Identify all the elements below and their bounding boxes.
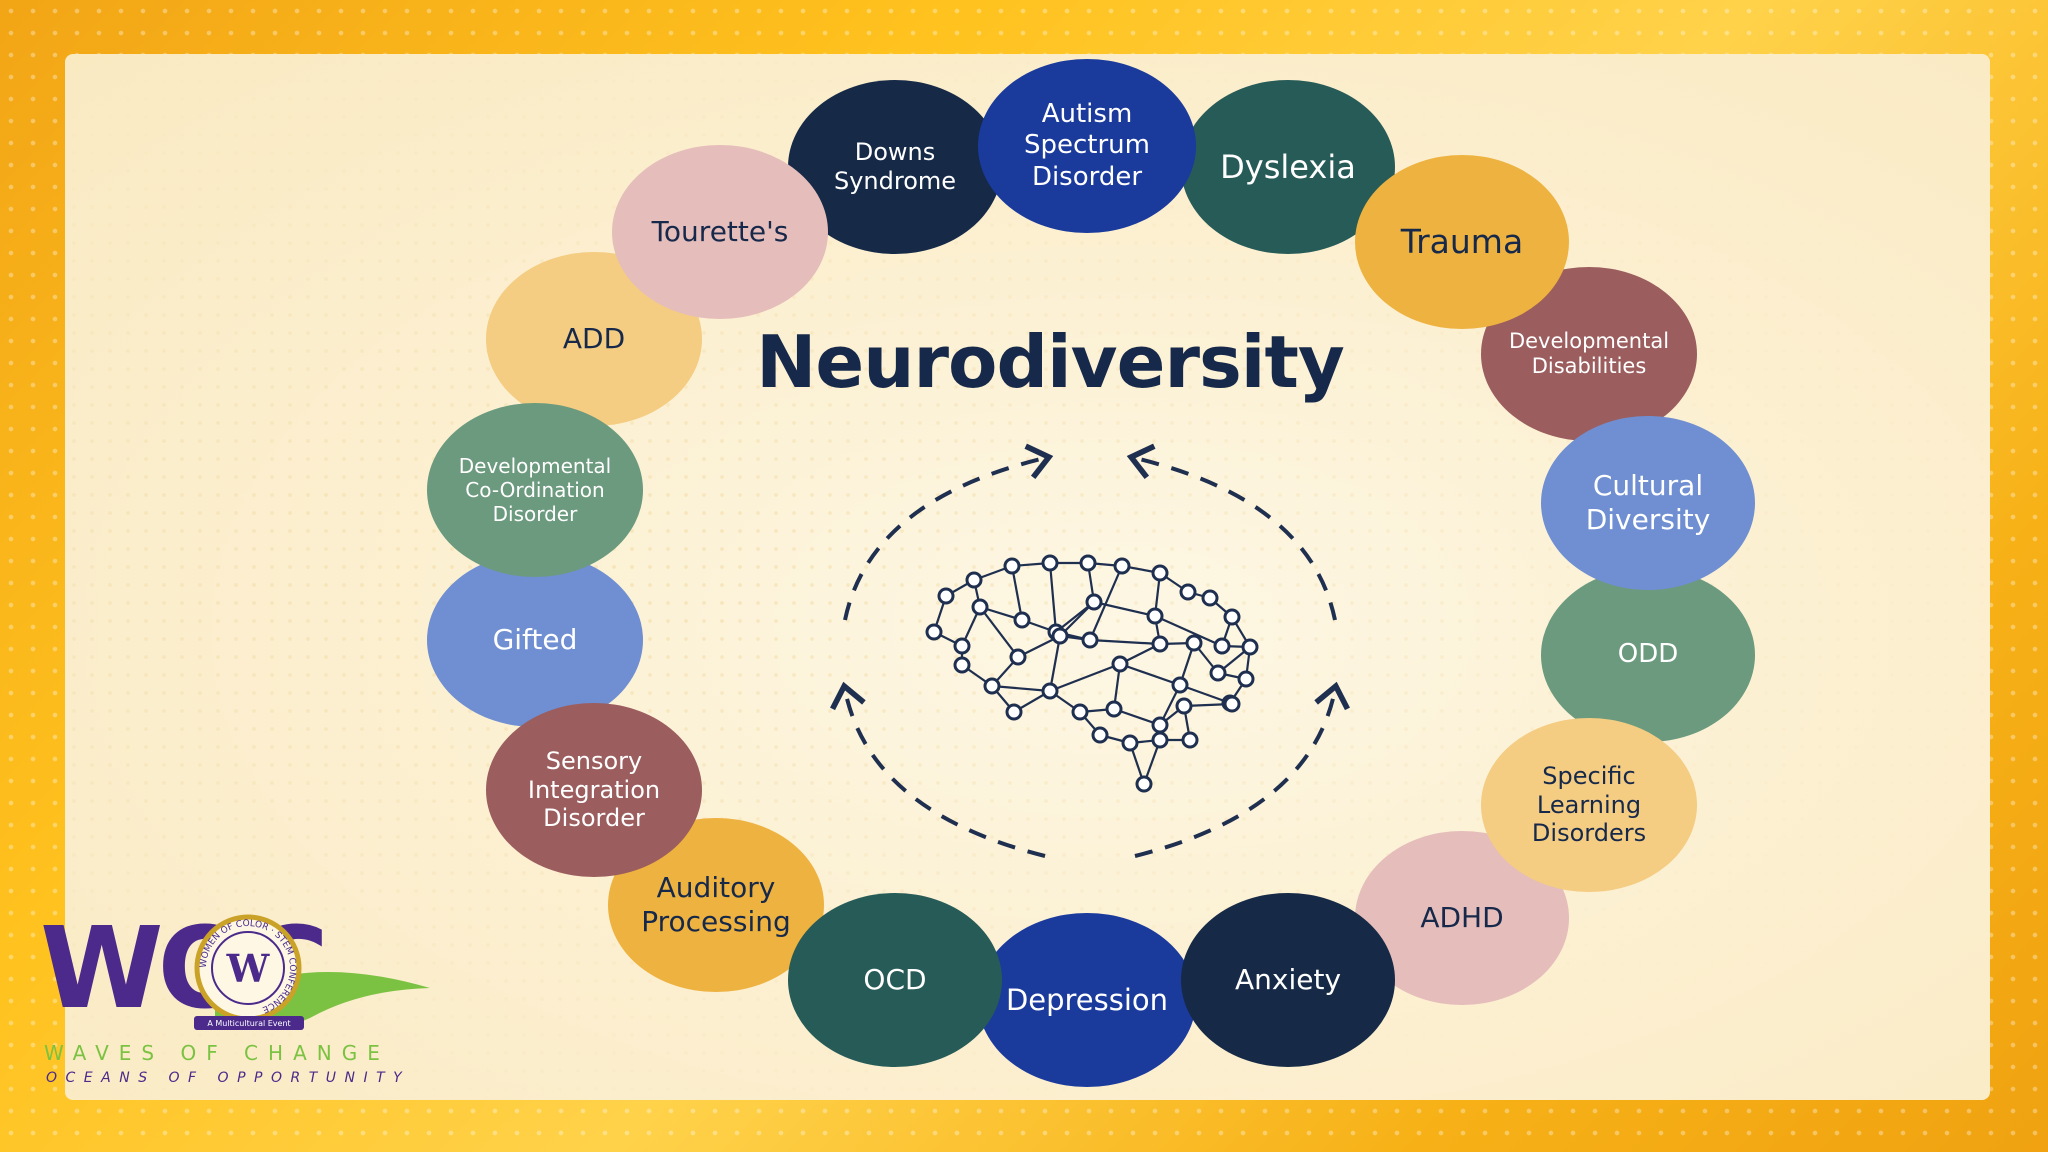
brain-node (1201, 589, 1219, 607)
brain-link (1048, 562, 1058, 633)
brain-node (1135, 775, 1153, 793)
logo-tagline: WAVES OF CHANGE (44, 1041, 390, 1065)
brain-node (1237, 670, 1255, 688)
brain-node (1041, 682, 1059, 700)
brain-link (1049, 662, 1121, 693)
brain-node (1079, 554, 1097, 572)
brain-node (1005, 703, 1023, 721)
bubble-specific-learning-disorders: Specific Learning Disorders (1481, 718, 1697, 892)
bubble-odd: ODD (1541, 568, 1755, 742)
brain-node (1111, 655, 1129, 673)
brain-node (1175, 697, 1193, 715)
brain-link (1154, 614, 1223, 648)
logo-seal-inner (211, 931, 285, 1005)
woc-logo: WOC WOMEN OF COLOR · STEM CONFERENCE W A… (40, 910, 430, 1086)
brain-node (1151, 716, 1169, 734)
brain-link (1088, 565, 1124, 641)
brain-link (1179, 683, 1231, 705)
bubble-depression: Depression (978, 913, 1196, 1087)
bubble-autism-spectrum-disorder: Autism Spectrum Disorder (978, 59, 1196, 233)
arrow-top-left (843, 443, 1054, 621)
bubble-gifted: Gifted (427, 553, 643, 727)
brain-node (925, 623, 943, 641)
brain-link (1010, 565, 1024, 621)
brain-node (1179, 583, 1197, 601)
brain-node (1146, 607, 1164, 625)
brain-node (971, 598, 989, 616)
brain-node (1081, 631, 1099, 649)
logo-seal-glyph: W (226, 946, 271, 991)
bubble-tourette-s: Tourette's (612, 145, 828, 319)
brain-node (1071, 703, 1089, 721)
brain-node (1151, 564, 1169, 582)
brain-link (1048, 635, 1062, 692)
brain-node (953, 656, 971, 674)
brain-node (983, 677, 1001, 695)
brain-link (1089, 638, 1161, 646)
brain-node (1041, 554, 1059, 572)
brain-node (1121, 734, 1139, 752)
brain-node (1113, 557, 1131, 575)
brain-node (937, 587, 955, 605)
brain-node (1003, 557, 1021, 575)
logo-badge: A Multicultural Event (207, 1019, 290, 1028)
brain-link (1119, 662, 1181, 687)
arrow-bottom-right (1134, 681, 1350, 858)
bubble-developmental-co-ordination-disorder: Developmental Co-Ordination Disorder (427, 403, 643, 577)
brain-node (1223, 608, 1241, 626)
brain-node (953, 637, 971, 655)
logo-subtagline: OCEANS OF OPPORTUNITY (46, 1070, 410, 1086)
brain-node (965, 571, 983, 589)
arrow-top-right (1126, 443, 1337, 621)
brain-node (1223, 695, 1241, 713)
brain-link (991, 684, 1051, 693)
brain-node (1171, 676, 1189, 694)
brain-network-icon (925, 554, 1259, 793)
brain-node (1181, 731, 1199, 749)
brain-node (1013, 611, 1031, 629)
brain-node (1213, 637, 1231, 655)
page-title: Neurodiversity (756, 320, 1345, 404)
bubble-cultural-diversity: Cultural Diversity (1541, 416, 1755, 590)
brain-node (1151, 635, 1169, 653)
brain-node (1209, 664, 1227, 682)
bubble-trauma: Trauma (1355, 155, 1569, 329)
brain-node (1185, 634, 1203, 652)
bubble-anxiety: Anxiety (1181, 893, 1395, 1067)
brain-node (1091, 726, 1109, 744)
brain-link (1093, 600, 1156, 618)
brain-node (1151, 731, 1169, 749)
brain-node (1241, 638, 1259, 656)
brain-node (1105, 700, 1123, 718)
logo-badge-bg (194, 1016, 304, 1030)
brain-node (1009, 648, 1027, 666)
arrow-bottom-left (830, 681, 1046, 858)
cycle-arrows (830, 443, 1350, 858)
brain-node (1085, 593, 1103, 611)
bubble-ocd: OCD (788, 893, 1002, 1067)
brain-node (1051, 627, 1069, 645)
bubble-sensory-integration-disorder: Sensory Integration Disorder (486, 703, 702, 877)
brain-link (979, 606, 1019, 658)
